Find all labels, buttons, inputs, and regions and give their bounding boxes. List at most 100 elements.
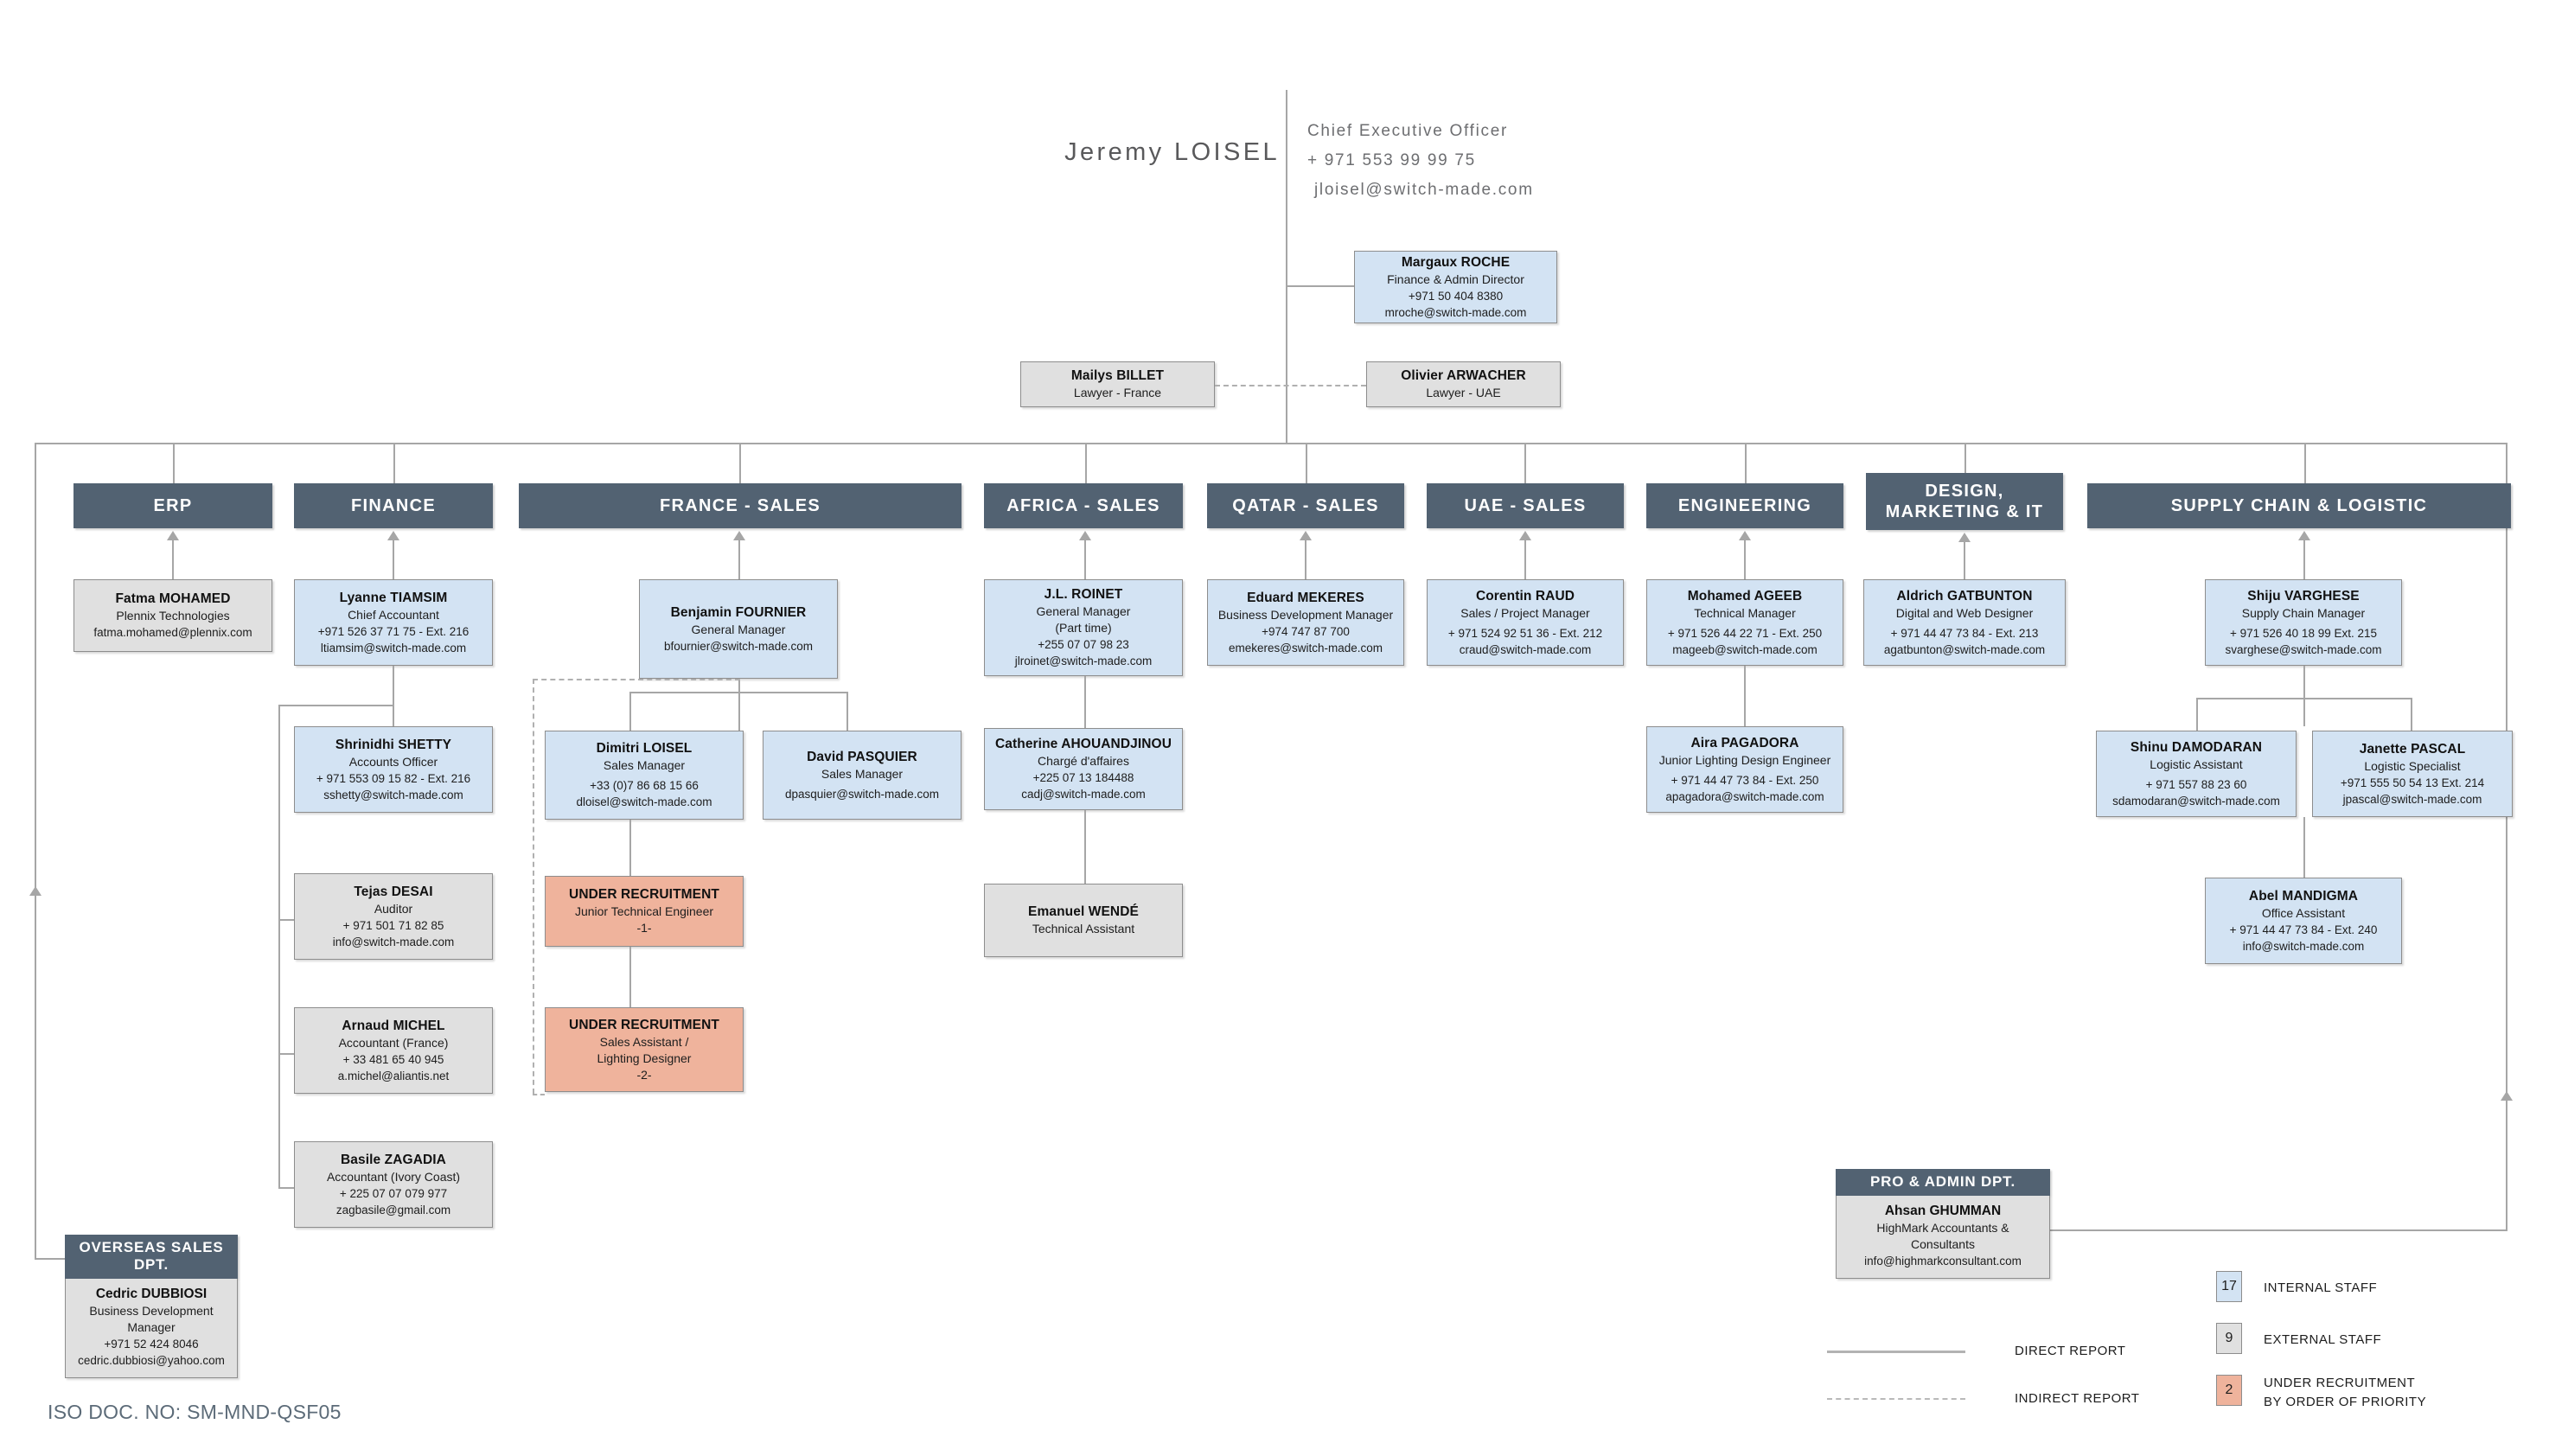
connector-riser-uae (1524, 443, 1526, 483)
card-shiju-varghese[interactable]: Shiju VARGHESE Supply Chain Manager + 97… (2205, 579, 2402, 666)
dept-header-uae-sales[interactable]: UAE - SALES (1427, 483, 1624, 528)
person-phone: + 33 481 65 40 945 (342, 1052, 444, 1066)
card-benjamin-fournier[interactable]: Benjamin FOURNIER General Manager bfourn… (639, 579, 838, 679)
person-email: cedric.dubbiosi@yahoo.com (78, 1354, 225, 1367)
person-name: Emanuel WENDÉ (1028, 904, 1139, 919)
connector-riser-africa (1085, 443, 1087, 483)
person-email: apagadora@switch-made.com (1665, 789, 1824, 803)
ceo-title: Chief Executive Officer (1307, 122, 1508, 140)
card-olivier-arwacher[interactable]: Olivier ARWACHER Lawyer - UAE (1366, 361, 1561, 407)
person-name: Benjamin FOURNIER (670, 604, 807, 620)
person-role: Chargé d'affaires (1038, 754, 1129, 768)
arrow-pro-admin-up (2501, 1091, 2513, 1101)
card-mohamed-ageeb[interactable]: Mohamed AGEEB Technical Manager + 971 52… (1646, 579, 1843, 666)
connector-supply-up (2303, 540, 2305, 579)
connector-africa-up (1084, 540, 1086, 579)
card-catherine-ahouandjinou[interactable]: Catherine AHOUANDJINOU Chargé d'affaires… (984, 728, 1183, 810)
dept-header-engineering[interactable]: ENGINEERING (1646, 483, 1843, 528)
card-fatma-mohamed[interactable]: Fatma MOHAMED Plennix Technologies fatma… (73, 579, 272, 652)
card-jl-roinet[interactable]: J.L. ROINET General Manager (Part time) … (984, 579, 1183, 676)
person-name: Eduard MEKERES (1247, 590, 1364, 605)
card-corentin-raud[interactable]: Corentin RAUD Sales / Project Manager + … (1427, 579, 1624, 666)
dept-label: FRANCE - SALES (660, 496, 821, 515)
person-name: Cedric DUBBIOSI (95, 1287, 208, 1301)
legend-recruit-label-line2: BY ORDER OF PRIORITY (2264, 1395, 2427, 1409)
connector-supply-to-janette (2411, 698, 2412, 731)
card-aira-pagadora[interactable]: Aira PAGADORA Junior Lighting Design Eng… (1646, 726, 1843, 813)
group-header: PRO & ADMIN DPT. (1836, 1169, 2050, 1196)
card-basile-zagadia[interactable]: Basile ZAGADIA Accountant (Ivory Coast) … (294, 1141, 493, 1228)
card-aldrich-gatbunton[interactable]: Aldrich GATBUNTON Digital and Web Design… (1863, 579, 2066, 666)
connector-erp-up (172, 540, 174, 579)
card-margaux-roche[interactable]: Margaux ROCHE Finance & Admin Director +… (1354, 251, 1557, 323)
person-email: emekeres@switch-made.com (1228, 641, 1383, 655)
person-name: Mohamed AGEEB (1687, 588, 1803, 603)
legend-internal-count: 17 (2221, 1279, 2237, 1293)
person-role: Lawyer - UAE (1426, 386, 1501, 399)
card-under-recruitment-1[interactable]: UNDER RECRUITMENT Junior Technical Engin… (545, 876, 744, 947)
arrow-uae-up (1519, 531, 1531, 540)
person-role: Accountant (Ivory Coast) (326, 1169, 461, 1184)
card-shrinidhi-shetty[interactable]: Shrinidhi SHETTY Accounts Officer + 971 … (294, 726, 493, 813)
group-pro-admin[interactable]: PRO & ADMIN DPT. Ahsan GHUMMAN HighMark … (1836, 1169, 2050, 1279)
card-arnaud-michel[interactable]: Arnaud MICHEL Accountant (France) + 33 4… (294, 1007, 493, 1094)
dept-header-supply-chain-logistic[interactable]: SUPPLY CHAIN & LOGISTIC (2087, 483, 2511, 528)
card-tejas-desai[interactable]: Tejas DESAI Auditor + 971 501 71 82 85 i… (294, 873, 493, 960)
connector-mohamed-to-aira (1744, 666, 1746, 726)
card-shinu-damodaran[interactable]: Shinu DAMODARAN Logistic Assistant + 971… (2096, 731, 2297, 817)
person-phone: + 971 557 88 23 60 (2145, 777, 2247, 791)
person-role: Logistic Assistant (2150, 757, 2243, 771)
person-role: Accounts Officer (348, 754, 438, 769)
person-name: Shinu DAMODARAN (2130, 739, 2263, 755)
arrow-engineering-up (1739, 531, 1751, 540)
dept-header-finance[interactable]: FINANCE (294, 483, 493, 528)
dept-header-africa-sales[interactable]: AFRICA - SALES (984, 483, 1183, 528)
person-role: Lawyer - France (1073, 386, 1162, 399)
card-dimitri-loisel[interactable]: Dimitri LOISEL Sales Manager +33 (0)7 86… (545, 731, 744, 820)
person-email: ltiamsim@switch-made.com (320, 641, 467, 655)
dept-header-france-sales[interactable]: FRANCE - SALES (519, 483, 961, 528)
connector-finance-to-tejas (278, 919, 296, 921)
person-name: Janette PASCAL (2359, 741, 2466, 757)
connector-riser-eng (1745, 443, 1747, 483)
person-role: Sales Manager (821, 766, 904, 781)
person-name: Lyanne TIAMSIM (339, 590, 448, 605)
card-emanuel-wende[interactable]: Emanuel WENDÉ Technical Assistant (984, 884, 1183, 957)
legend-external-label: EXTERNAL STAFF (2264, 1332, 2382, 1347)
card-abel-mandigma[interactable]: Abel MANDIGMA Office Assistant + 971 44 … (2205, 878, 2402, 964)
person-email: sdamodaran@switch-made.com (2112, 794, 2280, 808)
person-name: David PASQUIER (807, 749, 917, 764)
card-lyanne-tiamsim[interactable]: Lyanne TIAMSIM Chief Accountant +971 526… (294, 579, 493, 666)
person-name: Tejas DESAI (354, 884, 433, 899)
person-phone: + 971 526 40 18 99 Ext. 215 (2229, 626, 2377, 640)
person-phone: + 225 07 07 079 977 (339, 1186, 448, 1200)
person-role: Finance & Admin Director (1387, 271, 1524, 286)
arrow-qatar-up (1300, 531, 1312, 540)
dept-header-qatar-sales[interactable]: QATAR - SALES (1207, 483, 1404, 528)
person-role: Business Development Manager (1217, 607, 1394, 622)
person-name: Margaux ROCHE (1401, 254, 1511, 270)
card-janette-pascal[interactable]: Janette PASCAL Logistic Specialist +971 … (2312, 731, 2513, 817)
connector-france-drop (738, 679, 740, 731)
arrow-finance-up (387, 531, 399, 540)
person-phone: +974 747 87 700 (1262, 624, 1350, 638)
person-name: Shrinidhi SHETTY (335, 737, 452, 752)
card-under-recruitment-2[interactable]: UNDER RECRUITMENT Sales Assistant / Ligh… (545, 1007, 744, 1092)
connector-riser-finance (393, 443, 395, 483)
dept-header-design-marketing-it[interactable]: DESIGN, MARKETING & IT (1866, 473, 2063, 530)
connector-finance-to-basile (278, 1187, 296, 1189)
legend-swatch-internal: 17 (2216, 1271, 2242, 1302)
person-name: Catherine AHOUANDJINOU (994, 737, 1172, 751)
connector-france-split (629, 692, 848, 693)
card-mailys-billet[interactable]: Mailys BILLET Lawyer - France (1020, 361, 1215, 407)
card-eduard-mekeres[interactable]: Eduard MEKERES Business Development Mana… (1207, 579, 1404, 666)
card-david-pasquier[interactable]: David PASQUIER Sales Manager dpasquier@s… (763, 731, 961, 820)
group-overseas-sales[interactable]: OVERSEAS SALES DPT. Cedric DUBBIOSI Busi… (65, 1235, 238, 1378)
recruitment-rank: -1- (636, 921, 652, 935)
recruitment-role: Sales Assistant / Lighting Designer (597, 1034, 692, 1065)
legend-swatch-recruitment: 2 (2216, 1375, 2242, 1406)
ceo-details: Chief Executive Officer + 971 553 99 99 … (1307, 117, 1534, 205)
arrow-design-up (1958, 533, 1971, 542)
dept-header-erp[interactable]: ERP (73, 483, 272, 528)
